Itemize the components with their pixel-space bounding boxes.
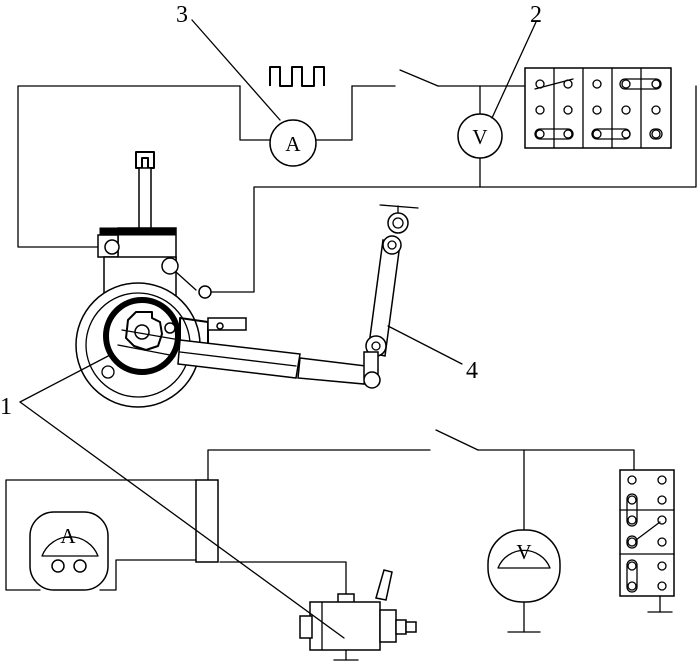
ammeter-3: A — [269, 119, 317, 167]
label-part-4: 4 — [466, 358, 478, 384]
voltmeter-lower-symbol: V — [516, 540, 531, 564]
lower-switch — [435, 429, 479, 451]
label-part-3: 3 — [176, 2, 188, 28]
ammeter-symbol: A — [285, 132, 301, 156]
upper-switch — [399, 69, 439, 87]
ammeter-lower: A — [29, 511, 109, 591]
linkage-4 — [363, 204, 419, 389]
starter-motor-lower — [299, 569, 417, 661]
engine-assembly — [75, 151, 247, 408]
ammeter-lower-symbol: A — [60, 524, 76, 548]
leader-lines — [19, 19, 537, 639]
label-part-2: 2 — [530, 2, 542, 28]
upper-wiring — [17, 69, 697, 293]
voltmeter-symbol: V — [472, 125, 487, 149]
battery-pack-lower — [619, 469, 675, 613]
shunt-lower — [195, 479, 219, 563]
shunt-resistor — [269, 66, 325, 87]
voltmeter-2: V — [457, 113, 503, 159]
voltmeter-lower: V — [487, 529, 561, 603]
control-rod — [177, 339, 367, 385]
lower-wiring — [5, 429, 635, 633]
battery-pack-upper — [524, 67, 672, 149]
label-part-1: 1 — [0, 394, 12, 420]
